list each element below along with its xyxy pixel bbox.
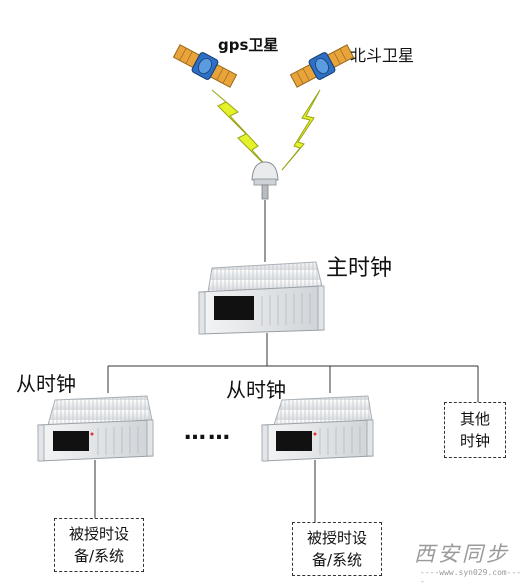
main-clock-label: 主时钟 bbox=[326, 256, 393, 281]
ellipsis-more-slaves: …… bbox=[184, 420, 232, 445]
device-2-line2: 备/系统 bbox=[311, 551, 363, 569]
other-clock-line2: 时钟 bbox=[459, 432, 490, 450]
gps-antenna-icon bbox=[251, 161, 279, 200]
gps-lightning-icon bbox=[211, 89, 269, 169]
connection-lines bbox=[94, 200, 479, 522]
device-box-1: 被授时设 备/系统 bbox=[54, 518, 144, 572]
other-clock-line1: 其他 bbox=[459, 410, 490, 428]
watermark-brand: 西安同步 bbox=[414, 542, 510, 566]
watermark-url: ----www.syn029.com---- bbox=[420, 568, 522, 586]
slave-clock-2-label: 从时钟 bbox=[226, 378, 286, 402]
gps-satellite-icon bbox=[172, 44, 238, 88]
device-box-2: 被授时设 备/系统 bbox=[292, 522, 382, 576]
slave-clock-2-device-icon bbox=[261, 395, 374, 462]
beidou-lightning-icon bbox=[281, 89, 321, 171]
gps-satellite-label: gps卫星 bbox=[218, 36, 279, 54]
device-2-line1: 被授时设 bbox=[306, 529, 367, 547]
main-clock-device-icon bbox=[198, 261, 325, 335]
beidou-satellite-icon bbox=[289, 44, 355, 88]
device-1-line1: 被授时设 bbox=[68, 525, 129, 543]
other-clock-box: 其他 时钟 bbox=[444, 402, 506, 458]
beidou-satellite-label: 北斗卫星 bbox=[350, 46, 415, 65]
slave-clock-1-device-icon bbox=[37, 395, 154, 462]
slave-clock-1-label: 从时钟 bbox=[16, 372, 76, 396]
device-1-line2: 备/系统 bbox=[73, 547, 125, 565]
